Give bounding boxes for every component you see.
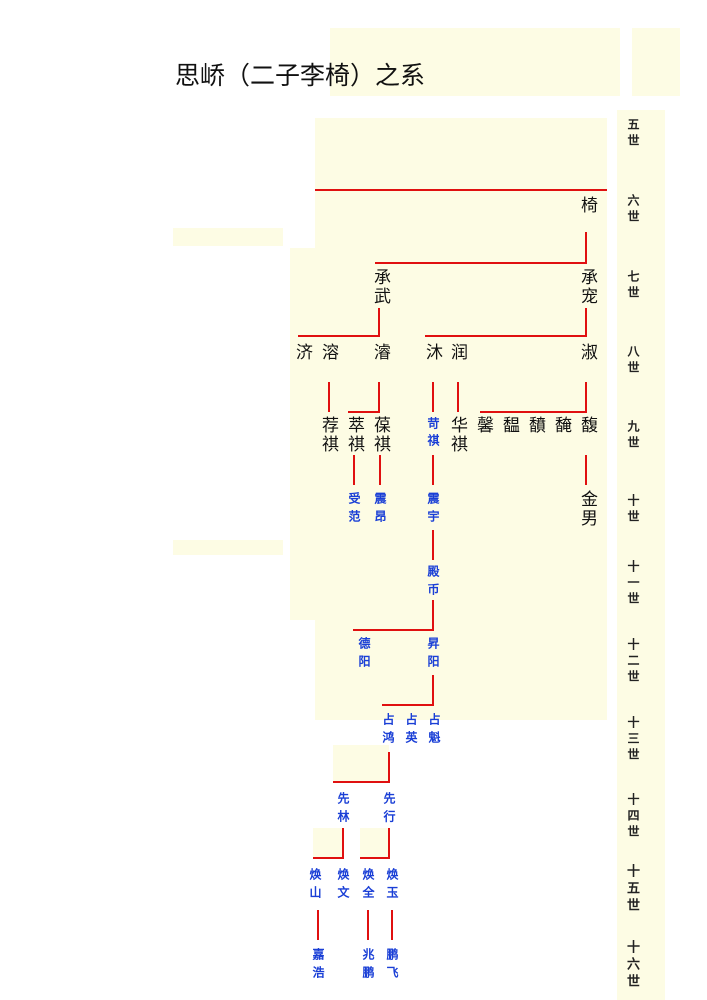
bg-low3 bbox=[360, 828, 390, 858]
person-name: 震宇 bbox=[426, 492, 440, 528]
person-name: 萃祺 bbox=[344, 416, 364, 454]
line bbox=[432, 455, 434, 485]
person-name: 先行 bbox=[382, 792, 396, 828]
person-name: 殿币 bbox=[426, 565, 440, 601]
person-name: 兆鹏 bbox=[361, 948, 375, 984]
line bbox=[585, 232, 587, 264]
line bbox=[353, 455, 355, 485]
person-name: 济 bbox=[292, 343, 312, 362]
line bbox=[425, 335, 587, 337]
person-name: 焕文 bbox=[336, 868, 350, 904]
line bbox=[382, 704, 434, 706]
line bbox=[375, 262, 587, 264]
person-name: 苛祺 bbox=[426, 417, 440, 451]
line bbox=[388, 828, 390, 859]
person-name: 椅 bbox=[577, 196, 597, 215]
person-name: 德阳 bbox=[357, 637, 371, 673]
person-name: 濬 bbox=[370, 343, 390, 362]
person-name: 溶 bbox=[318, 343, 338, 362]
bg-top-right bbox=[632, 28, 680, 96]
person-name: 占鸿 bbox=[381, 713, 395, 749]
gen-label: 十二世 bbox=[626, 638, 640, 686]
line bbox=[379, 455, 381, 485]
person-name: 先林 bbox=[336, 792, 350, 828]
line bbox=[313, 857, 344, 859]
line bbox=[432, 600, 434, 631]
line bbox=[585, 308, 587, 337]
bg-low1 bbox=[333, 745, 389, 782]
line bbox=[317, 910, 319, 940]
person-name: 馩 bbox=[525, 416, 545, 435]
line bbox=[432, 675, 434, 706]
gen-label: 六世 bbox=[626, 194, 640, 226]
line bbox=[360, 857, 390, 859]
bg-low2 bbox=[313, 828, 343, 858]
person-name: 焕全 bbox=[361, 868, 375, 904]
person-name: 承宠 bbox=[577, 268, 597, 306]
person-name: 馣 bbox=[551, 416, 571, 435]
person-name: 焕玉 bbox=[385, 868, 399, 904]
person-name: 荐祺 bbox=[318, 416, 338, 454]
gen-label: 七世 bbox=[626, 270, 640, 302]
gen-label: 十五世 bbox=[624, 864, 639, 915]
line bbox=[388, 752, 390, 783]
line bbox=[353, 629, 434, 631]
person-name: 馧 bbox=[499, 416, 519, 435]
bg-left bbox=[290, 248, 315, 620]
gen-label: 十世 bbox=[626, 494, 640, 526]
gen-label: 十六世 bbox=[624, 940, 639, 991]
person-name: 占魁 bbox=[427, 713, 441, 749]
line bbox=[378, 382, 380, 413]
person-name: 承武 bbox=[370, 268, 390, 306]
line bbox=[367, 910, 369, 940]
line bbox=[432, 530, 434, 560]
person-name: 馨 bbox=[473, 416, 493, 435]
person-name: 润 bbox=[447, 343, 467, 362]
gen-label: 十一世 bbox=[626, 560, 640, 608]
person-name: 焕山 bbox=[308, 868, 322, 904]
line bbox=[342, 828, 344, 859]
line bbox=[585, 455, 587, 485]
line bbox=[298, 335, 380, 337]
line bbox=[457, 382, 459, 412]
gen-label: 八世 bbox=[626, 345, 640, 377]
gen-label: 十三世 bbox=[626, 716, 640, 764]
gen-label: 五世 bbox=[626, 118, 640, 150]
gen-label: 十四世 bbox=[626, 793, 640, 841]
line bbox=[315, 189, 607, 191]
person-name: 华祺 bbox=[447, 416, 467, 454]
line bbox=[585, 382, 587, 413]
person-name: 嘉浩 bbox=[311, 948, 325, 984]
bg-main bbox=[315, 118, 607, 720]
person-name: 震昂 bbox=[373, 492, 387, 528]
bg-gen-column bbox=[617, 110, 665, 1000]
gen-label: 九世 bbox=[626, 420, 640, 452]
person-name: 沐 bbox=[422, 343, 442, 362]
bg-strip2 bbox=[173, 540, 283, 555]
person-name: 鹏飞 bbox=[385, 948, 399, 984]
line bbox=[378, 308, 380, 337]
person-name: 馥 bbox=[577, 416, 597, 435]
bg-strip1 bbox=[173, 228, 283, 246]
line bbox=[391, 910, 393, 940]
line bbox=[328, 382, 330, 412]
person-name: 占英 bbox=[404, 713, 418, 749]
person-name: 金男 bbox=[577, 490, 597, 528]
page-title: 思峤（二子李椅）之系 bbox=[175, 61, 426, 90]
bg-top bbox=[330, 28, 620, 96]
person-name: 淑 bbox=[577, 343, 597, 362]
person-name: 葆祺 bbox=[370, 416, 390, 454]
line bbox=[480, 411, 587, 413]
line bbox=[348, 411, 380, 413]
line bbox=[432, 382, 434, 412]
person-name: 受范 bbox=[347, 492, 361, 528]
person-name: 昇阳 bbox=[426, 637, 440, 673]
line bbox=[333, 781, 390, 783]
